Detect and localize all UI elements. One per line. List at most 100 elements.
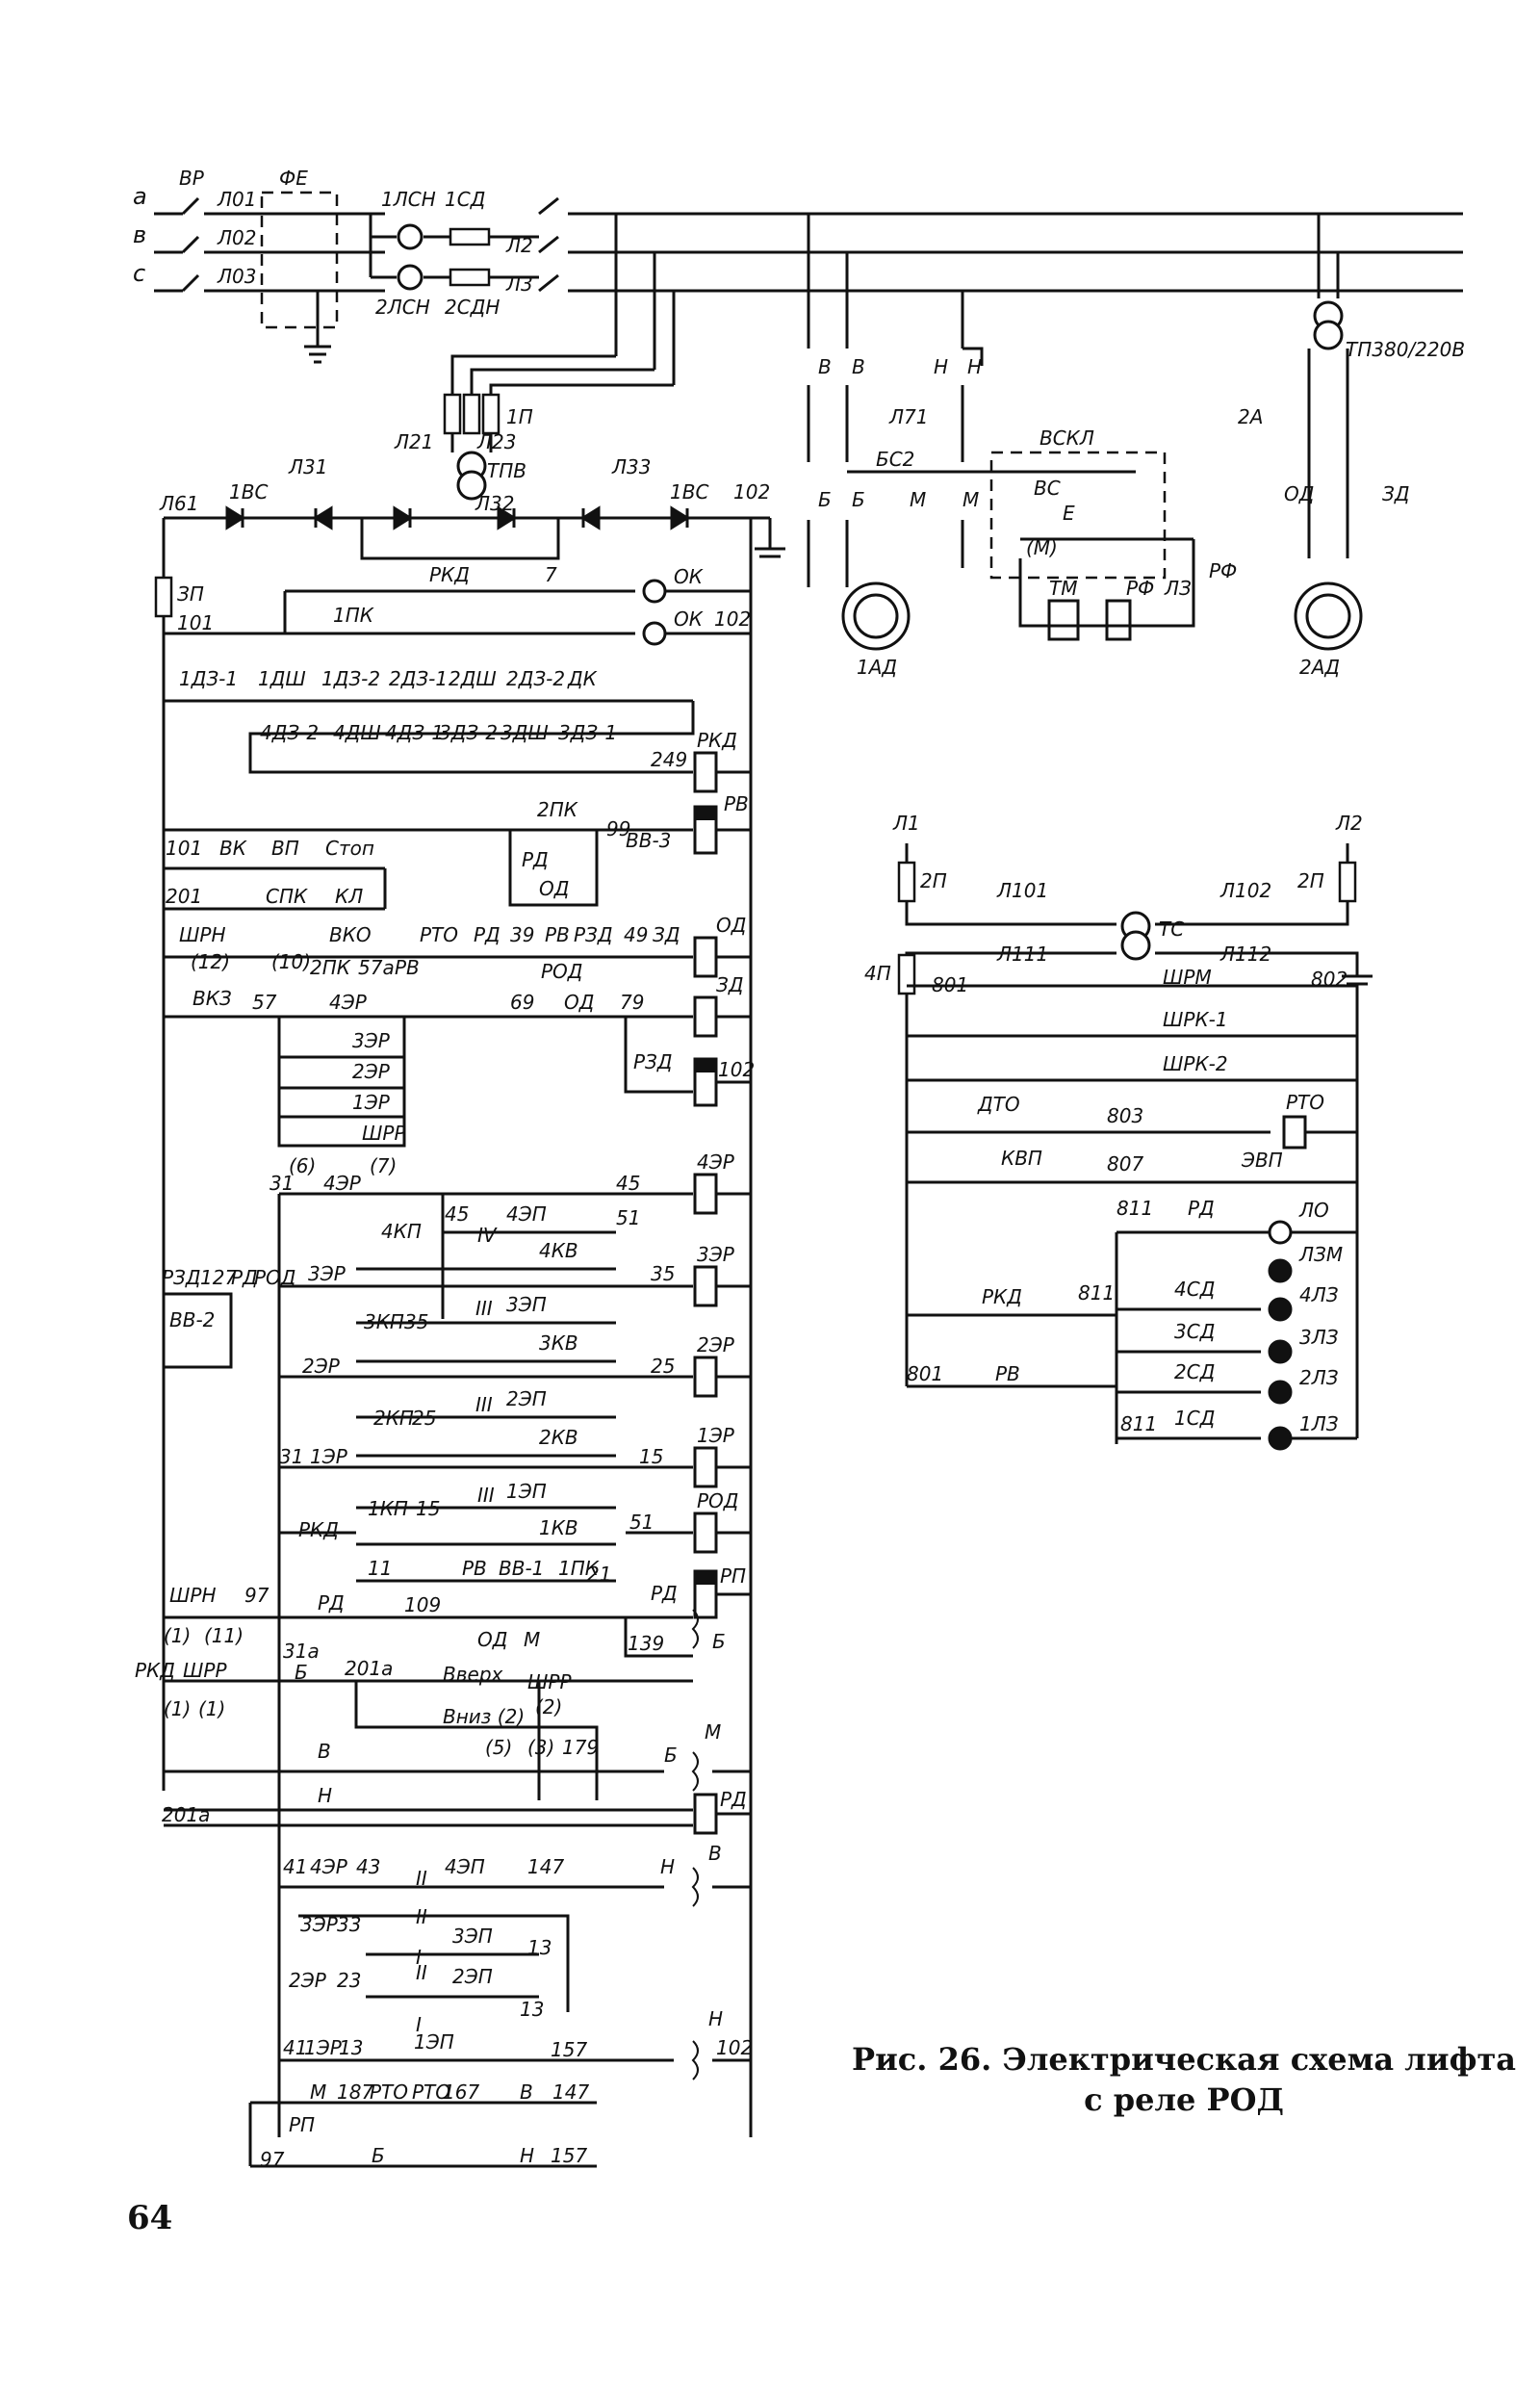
rp-line-l102-label: Л102 xyxy=(1219,879,1271,902)
rp-2sd-label: 2СД xyxy=(1174,1360,1215,1383)
misc-2er2-label: 2ЭР xyxy=(302,1355,341,1378)
coil-rzd-num-label: 102 xyxy=(718,1058,755,1081)
misc-41b-label: 41 xyxy=(283,2036,307,2059)
rp-shrk2-label: ШРК-2 xyxy=(1163,1052,1228,1075)
misc-1d-label: (1) xyxy=(198,1697,225,1720)
rp-811c-label: 811 xyxy=(1120,1412,1157,1435)
fuse-1p-label: 1П xyxy=(506,405,533,428)
misc-179-label: 179 xyxy=(562,1736,599,1759)
misc-vkz-label: ВКЗ xyxy=(192,987,232,1010)
coil-n-num-label: 102 xyxy=(716,2036,753,2059)
control-ladder: РКД 7 ОК 1ПК ОК 102 1ДЗ-1 1ДШ 1ДЗ-2 2ДЗ-… xyxy=(135,563,755,2171)
misc-shrr2-label: ШРР xyxy=(183,1659,227,1682)
misc-2er-label: 2ЭР xyxy=(352,1060,391,1083)
misc-iii-label: III xyxy=(475,1297,493,1320)
coil-n-label: Н xyxy=(660,1855,675,1878)
coil-zd-label: ЗД xyxy=(716,973,743,996)
contact-m1-label: М xyxy=(910,488,926,511)
coil-rd-label: РД xyxy=(720,1788,747,1811)
lamp-2sdn-label: 2СДН xyxy=(445,296,500,319)
lamp-1lsn-label: 1ЛСН xyxy=(381,188,436,211)
rp-shrm-label: ШРМ xyxy=(1163,966,1212,989)
misc-i-label: I xyxy=(416,1946,422,1969)
rf-coil-icon xyxy=(1105,599,1132,641)
misc-rd4-label: РД xyxy=(318,1591,345,1615)
contact-n2-label: Н xyxy=(967,355,982,378)
misc-1ep-label: 1ЭП xyxy=(506,1480,547,1503)
misc-3kv-label: 3КВ xyxy=(539,1331,578,1355)
coil-b2-label: Б xyxy=(664,1744,678,1767)
ok-lamp-1-icon xyxy=(642,579,667,604)
switch-vr-label: ВР xyxy=(179,167,205,190)
misc-109-label: 109 xyxy=(404,1593,441,1616)
coil-n2-label: Н xyxy=(708,2007,723,2030)
misc-rd-label: РД xyxy=(522,848,549,871)
door-2dz2-label: 2ДЗ-2 xyxy=(506,667,565,690)
misc-kl-label: КЛ xyxy=(335,885,363,908)
figure-caption: Рис. 26. Электрическая схема лифта с рел… xyxy=(847,2039,1521,2120)
door-3dsh-label: 3ДШ xyxy=(500,721,549,744)
misc-1ep2-label: 1ЭП xyxy=(414,2030,454,2054)
page-number: 64 xyxy=(127,2199,173,2237)
misc-ii3-label: II xyxy=(416,1961,427,1984)
misc-shrr3-label: ШРР xyxy=(527,1670,572,1693)
coil-rzd-label: РЗД xyxy=(633,1050,673,1073)
misc-3ep2-label: 3ЭП xyxy=(452,1925,493,1948)
coil-rod-icon xyxy=(693,1512,718,1554)
misc-45b-label: 45 xyxy=(445,1202,469,1226)
rectifier-section: Л61 1ВС Л31 Л32 Л33 1ВС 102 ЗП 101 xyxy=(154,455,785,2137)
misc-41-label: 41 xyxy=(283,1855,307,1878)
vskl-e-label: Е xyxy=(1063,502,1075,525)
rp-lamp-lo-icon xyxy=(1268,1220,1293,1245)
rp-evp-label: ЭВП xyxy=(1241,1149,1283,1172)
misc-147-label: 147 xyxy=(527,1855,564,1878)
misc-99-label: 99 xyxy=(606,817,630,840)
misc-51b-label: 51 xyxy=(629,1511,654,1534)
line-l33-label: Л33 xyxy=(611,455,652,478)
misc-35-label: 35 xyxy=(651,1262,675,1285)
coil-v-label: В xyxy=(708,1842,722,1865)
misc-33-label: 33 xyxy=(337,1913,361,1936)
rp-lamp-4lz-label: 4ЛЗ xyxy=(1299,1283,1339,1306)
coil-v-icon xyxy=(691,1867,699,1907)
misc-rd3-label: РД xyxy=(231,1266,258,1289)
misc-97b-label: 97 xyxy=(260,2148,285,2171)
misc-157b-label: 157 xyxy=(551,2144,587,2167)
contact-zd-label: ЗД xyxy=(1382,482,1409,505)
contact-b1-label: Б xyxy=(818,488,832,511)
misc-rkd3-label: РКД xyxy=(135,1659,175,1682)
door-2dsh-label: 2ДШ xyxy=(449,667,497,690)
coil-rd-icon xyxy=(693,1793,718,1835)
coil-1er-label: 1ЭР xyxy=(697,1424,735,1447)
misc-13c-label: 13 xyxy=(339,2036,363,2059)
contact-od-label: ОД xyxy=(1284,482,1314,505)
coil-rod-label: РОД xyxy=(697,1489,738,1512)
misc-n-label: Н xyxy=(318,1784,332,1807)
misc-vko-label: ВКО xyxy=(329,923,372,946)
misc-2er3-label: 2ЭР xyxy=(289,1969,327,1992)
fuse-l21-label: Л21 xyxy=(394,430,434,453)
door-3dz1-label: 3ДЗ-1 xyxy=(558,721,617,744)
ok-lamp-1-label: ОК xyxy=(674,565,704,588)
misc-rp-label: РП xyxy=(289,2113,315,2136)
rp-fuse-2p-left-label: 2П xyxy=(920,869,947,892)
vskl-tm-label: ТМ xyxy=(1049,577,1077,600)
misc-v2-label: В xyxy=(520,2080,533,2104)
misc-2ep-label: 2ЭП xyxy=(506,1387,547,1410)
rp-807-label: 807 xyxy=(1107,1152,1143,1176)
misc-1er3-label: 1ЭР xyxy=(304,2036,343,2059)
rp-811b-label: 811 xyxy=(1078,1281,1115,1305)
misc-rv3-label: РВ xyxy=(462,1557,487,1580)
fuse-1p-icon xyxy=(481,393,500,435)
misc-ii2-label: II xyxy=(416,1905,427,1928)
line-l02-label: Л02 xyxy=(217,226,257,249)
misc-3er3-label: 3ЭР xyxy=(300,1913,339,1936)
misc-31b-label: 31 xyxy=(279,1445,303,1468)
misc-rv-label: РВ xyxy=(545,923,570,946)
rp-lamp-1lz-icon xyxy=(1268,1426,1293,1451)
rp-801-label: 801 xyxy=(932,973,968,996)
misc-4er3-label: 4ЭР xyxy=(310,1855,348,1878)
rp-lamp-4lz-icon xyxy=(1268,1297,1293,1322)
coil-4er-label: 4ЭР xyxy=(697,1150,735,1174)
rp-811-label: 811 xyxy=(1116,1197,1153,1220)
